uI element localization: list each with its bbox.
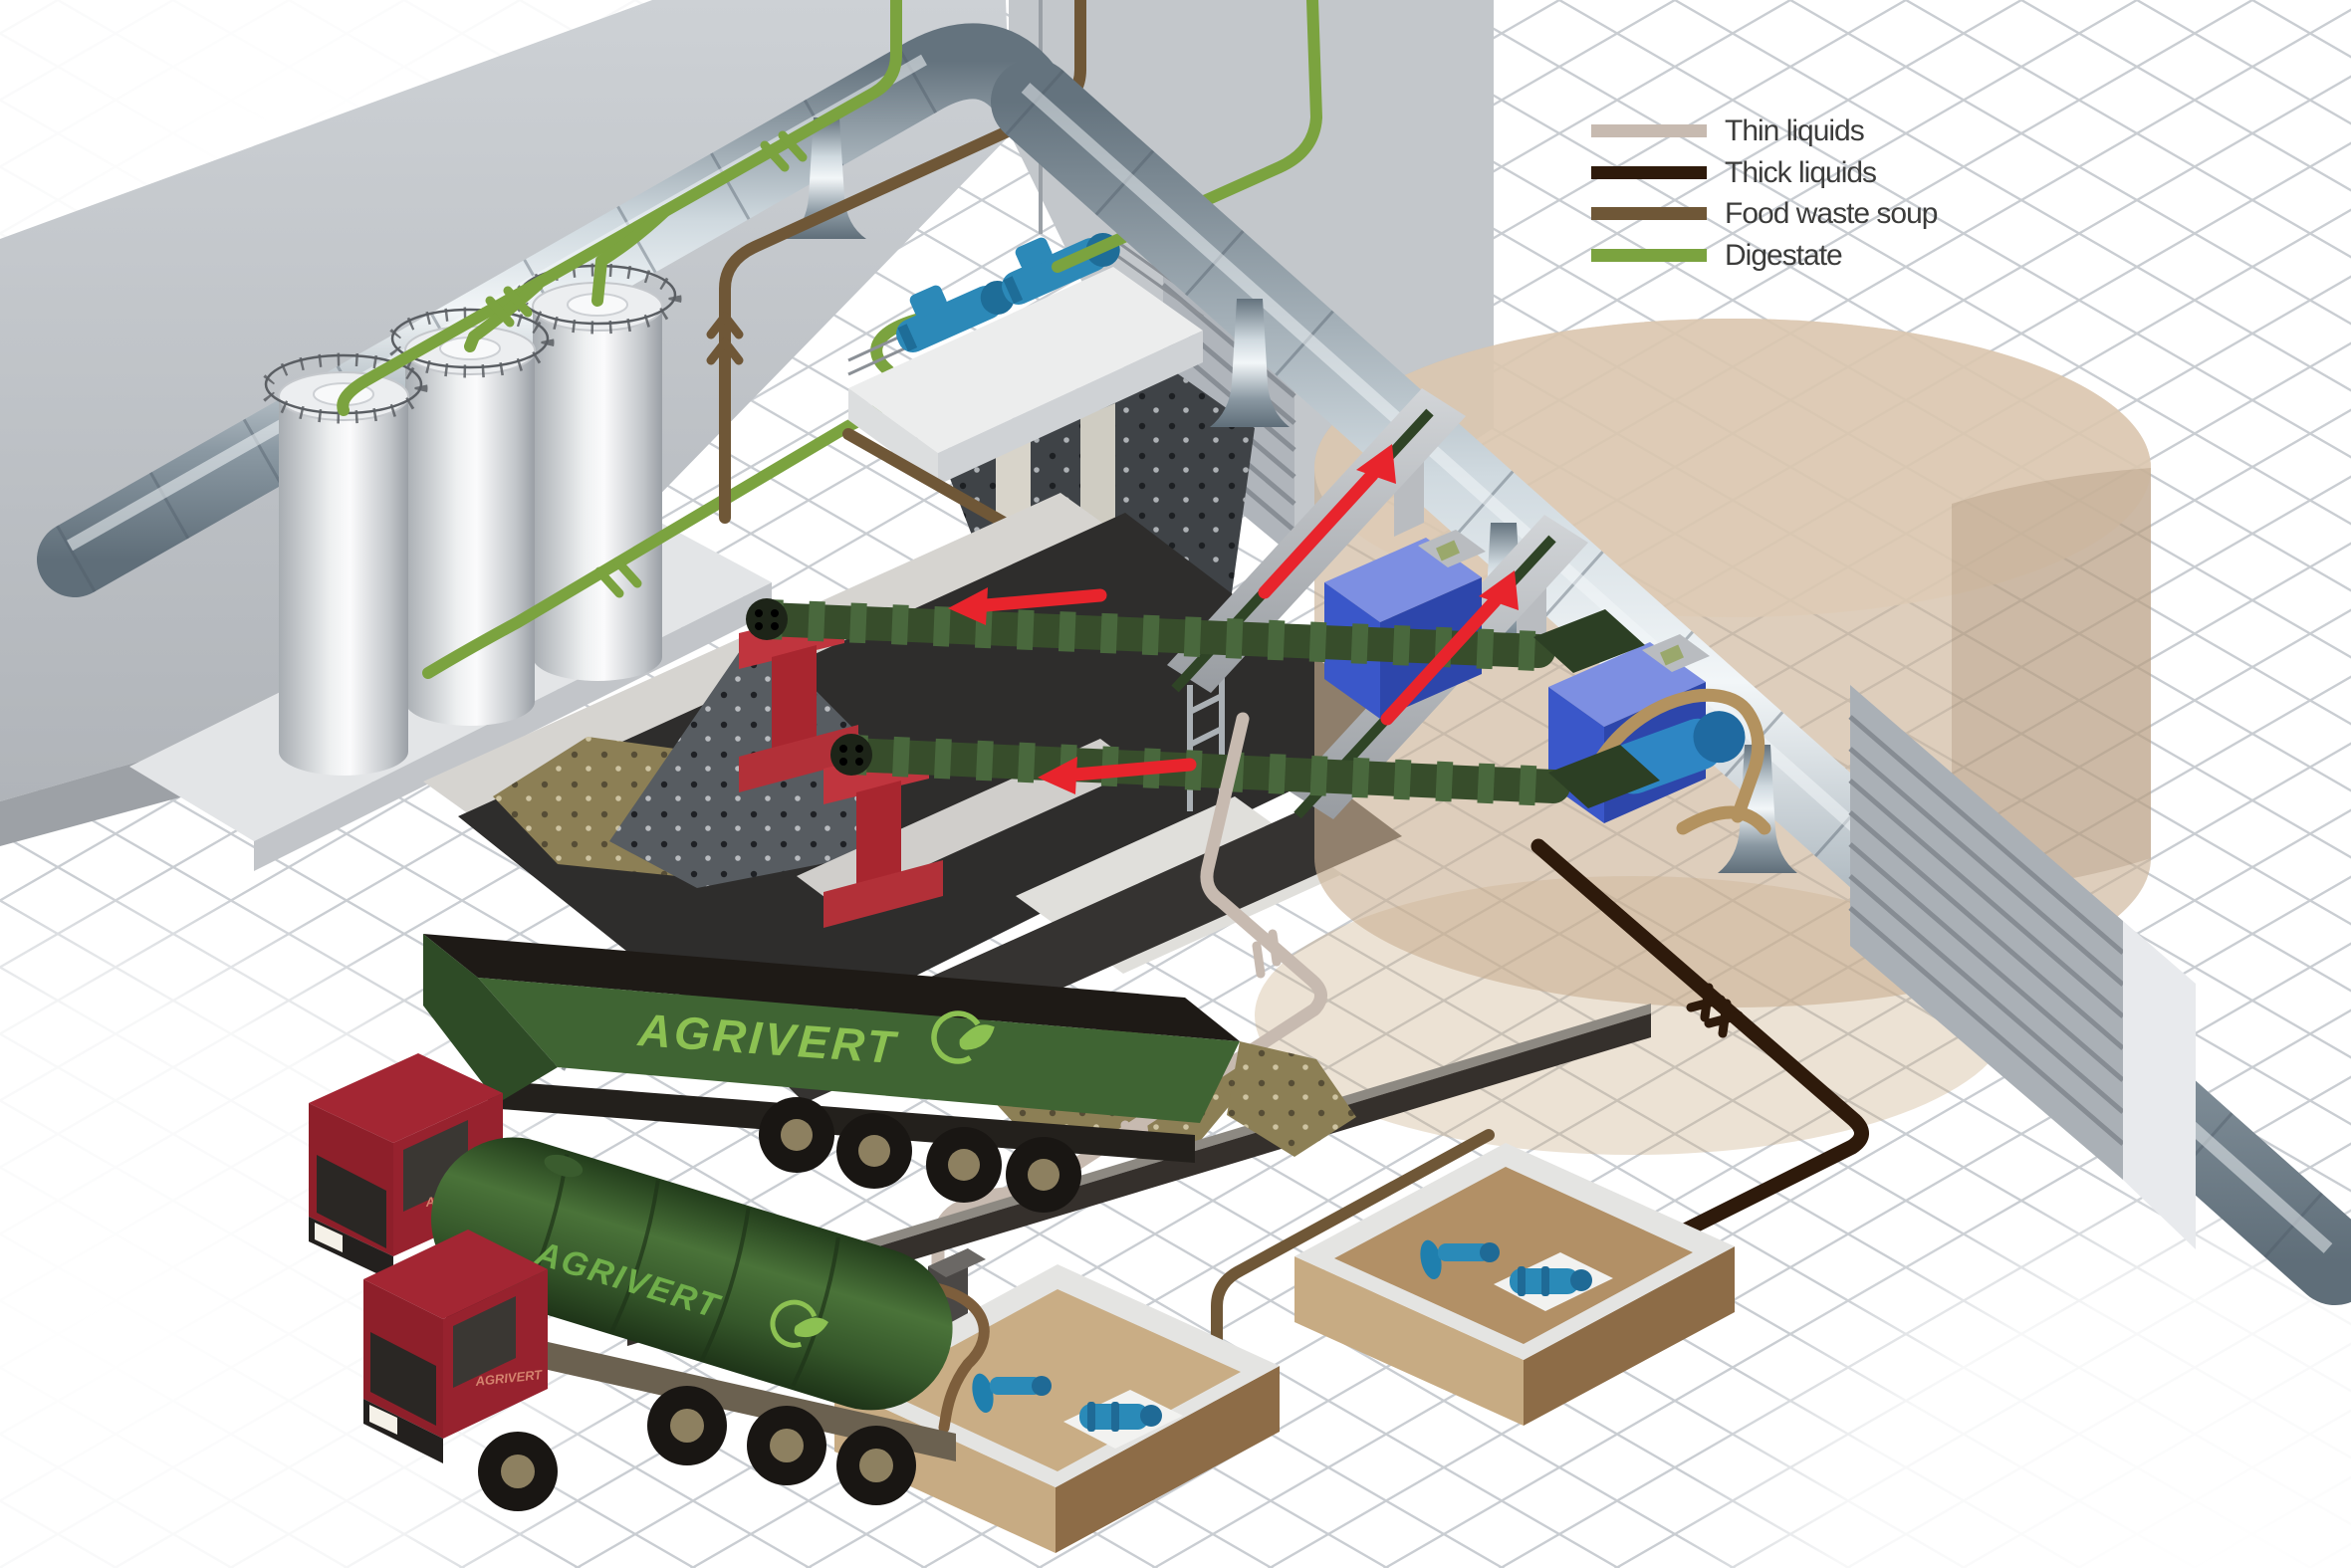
legend-label-thin: Thin liquids xyxy=(1725,114,1864,147)
arrow-left-rear xyxy=(948,587,1107,625)
legend-swatch-thin xyxy=(1591,124,1707,137)
tanker-cab: AGRIVERT xyxy=(363,1230,558,1511)
right-building xyxy=(1848,685,2196,1249)
arrow-up-conveyor-2 xyxy=(1380,570,1519,726)
digestate-pipe-main xyxy=(337,0,902,416)
cab-window xyxy=(453,1296,516,1388)
legend-label-soup: Food waste soup xyxy=(1725,197,1938,230)
tanker-tank: AGRIVERT xyxy=(430,1137,953,1411)
thick-liquids-pit xyxy=(1294,1143,1735,1426)
grid-fade-bottom-right xyxy=(1673,1175,2351,1568)
conveyor-chute xyxy=(1533,609,1645,673)
trailer-wheels xyxy=(759,1097,1081,1213)
headlight xyxy=(315,1223,343,1252)
conveyor-chute xyxy=(1548,745,1660,808)
soup-flow-chevrons xyxy=(706,312,744,365)
screw-conveyor-front xyxy=(823,734,1660,928)
cab-door-brand-text: AGRIVERT xyxy=(474,1367,544,1389)
pit-liquid-surface xyxy=(876,1289,1241,1471)
thin-flow-chevrons xyxy=(1120,929,1282,1158)
platform-slab xyxy=(848,267,1203,453)
tanker-discharge-hose xyxy=(920,1280,990,1434)
arrow-up-conveyor-1 xyxy=(1258,444,1396,599)
door-pillar xyxy=(2123,921,2196,1249)
duct-support-leg xyxy=(1210,299,1290,427)
pit-liquid-surface xyxy=(1334,1167,1693,1344)
soup-feed-pipe-loop xyxy=(1676,805,1771,835)
silo-1 xyxy=(259,352,428,776)
legend-item-soup: Food waste soup xyxy=(1591,197,1939,230)
platform-column xyxy=(1080,403,1115,543)
digestate-flow-chevrons xyxy=(485,130,808,328)
legend: Thin liquids Thick liquids Food waste so… xyxy=(1591,114,1939,272)
legend-swatch-thick xyxy=(1591,166,1707,179)
tanker-chassis xyxy=(468,1324,956,1461)
thick-liquids-main xyxy=(1530,838,1869,1276)
trailer-chassis xyxy=(488,1080,1195,1163)
digestate-pipe-to-top xyxy=(1052,0,1323,273)
tanker-truck: AGRIVERT AGRIVERT xyxy=(363,1137,990,1511)
flow-arrows xyxy=(948,444,1519,794)
legend-item-thick-liquids: Thick liquids xyxy=(1591,156,1877,189)
tipper-trailer: AGRIVERT xyxy=(423,934,1240,1123)
soup-feed-pipe-digester xyxy=(1586,688,1765,823)
machine-panel xyxy=(1436,540,1460,561)
digestate-flow-chevrons xyxy=(594,557,642,598)
legend-label-thick: Thick liquids xyxy=(1725,156,1876,189)
soup-pipe-from-top xyxy=(719,0,1086,524)
cab-grille xyxy=(370,1332,436,1426)
thick-flow-chevrons xyxy=(1686,983,1744,1038)
legend-swatch-digestate xyxy=(1591,249,1707,262)
machine-panel xyxy=(1660,644,1684,666)
tanker-wheels xyxy=(647,1386,916,1505)
duct-support-leg xyxy=(787,117,866,239)
cab-grille xyxy=(317,1155,386,1248)
legend-label-digestate: Digestate xyxy=(1725,239,1842,272)
legend-swatch-soup xyxy=(1591,207,1707,220)
thick-liquids-pipe xyxy=(1530,838,1869,1276)
screw-conveyor-rear xyxy=(739,598,1645,792)
duct-support-leg xyxy=(1718,745,1797,873)
digestate-branch-silo3 xyxy=(591,205,671,307)
tank-manhole xyxy=(544,1154,584,1178)
headlight xyxy=(369,1405,397,1435)
legend-item-thin-liquids: Thin liquids xyxy=(1591,114,1865,147)
legend-item-digestate: Digestate xyxy=(1591,239,1843,272)
arrow-left-front xyxy=(1038,757,1197,794)
